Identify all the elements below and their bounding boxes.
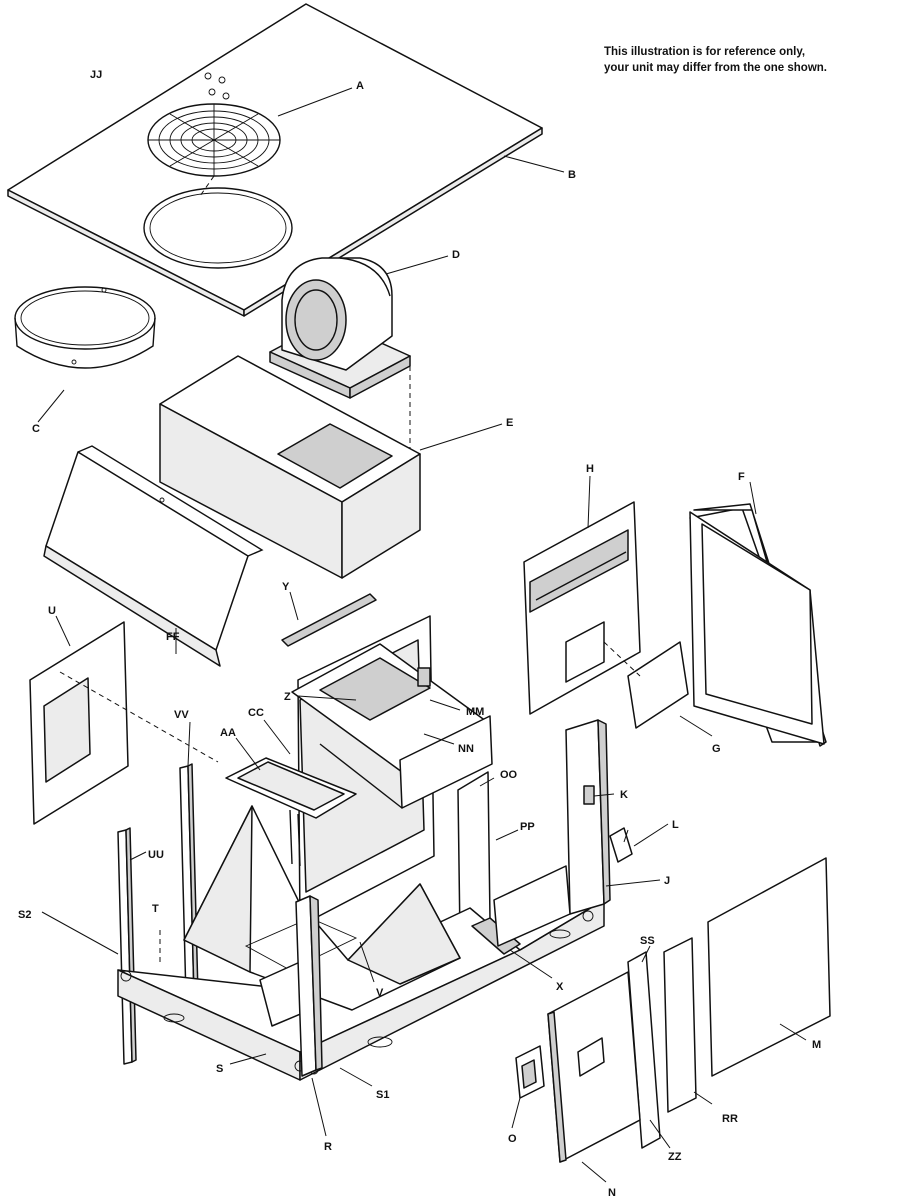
callout-k: K <box>620 789 628 801</box>
callout-nn: NN <box>458 743 474 755</box>
part-e-blower-deck <box>159 355 421 579</box>
part-c-orifice-ring <box>14 286 156 369</box>
center-frame-assembly <box>291 615 493 939</box>
callout-m: M <box>812 1039 821 1051</box>
callout-x: X <box>556 981 564 993</box>
part-a-fan-guard <box>147 103 281 197</box>
callout-o: O <box>508 1133 517 1145</box>
front-center-post <box>295 895 323 1077</box>
reference-note: This illustration is for reference only,… <box>604 44 827 76</box>
callout-jj: JJ <box>90 69 102 81</box>
callout-v: V <box>376 987 384 999</box>
callout-labels: JJ A B D C E H F FF Y U MM Z CC VV AA NN… <box>18 69 821 1199</box>
callout-pp: PP <box>520 821 535 833</box>
callout-e: E <box>506 417 513 429</box>
callout-f: F <box>738 471 745 483</box>
reference-note-line-1: This illustration is for reference only, <box>604 46 806 58</box>
part-u-left-panel <box>29 621 129 825</box>
part-d-blower <box>269 257 411 399</box>
callout-mm: MM <box>466 706 484 718</box>
part-n-door-panel <box>547 971 641 1163</box>
callout-l: L <box>672 819 679 831</box>
callout-d: D <box>452 249 460 261</box>
part-h-access-panel <box>523 501 641 715</box>
callout-n: N <box>608 1187 616 1199</box>
callout-uu: UU <box>148 849 164 861</box>
part-l-small-plate <box>609 827 633 863</box>
callout-oo: OO <box>500 769 518 781</box>
leader-lines <box>37 87 807 1183</box>
callout-vv: VV <box>174 709 189 721</box>
callout-z: Z <box>284 691 291 703</box>
callout-r: R <box>324 1141 332 1153</box>
reference-note-line-2: your unit may differ from the one shown. <box>604 62 827 74</box>
callout-rr: RR <box>722 1113 738 1125</box>
callout-s2: S2 <box>18 909 31 921</box>
callout-u: U <box>48 605 56 617</box>
callout-zz: ZZ <box>668 1151 682 1163</box>
part-m-right-panel <box>707 857 831 1077</box>
callout-t: T <box>152 903 159 915</box>
part-y-bar <box>281 593 377 647</box>
callout-ff: FF <box>166 631 180 643</box>
part-b-top-cover <box>7 3 543 317</box>
callout-s1: S1 <box>376 1089 389 1101</box>
callout-s: S <box>216 1063 223 1075</box>
callout-a: A <box>356 80 364 92</box>
callout-c: C <box>32 423 40 435</box>
callout-g: G <box>712 743 721 755</box>
part-v-drain-pan <box>183 805 461 1027</box>
part-x-rail <box>471 917 521 955</box>
part-f-side-panel <box>689 503 827 747</box>
part-j-right-frame <box>493 719 611 947</box>
callout-j: J <box>664 875 670 887</box>
callout-b: B <box>568 169 576 181</box>
callout-ss: SS <box>640 935 655 947</box>
callout-cc: CC <box>248 707 264 719</box>
part-o-small-box <box>515 1045 545 1099</box>
callout-y: Y <box>282 581 290 593</box>
part-g-cover-plate <box>627 641 689 729</box>
callout-aa: AA <box>220 727 236 739</box>
left-panel-alignment-line <box>59 671 219 763</box>
callout-h: H <box>586 463 594 475</box>
